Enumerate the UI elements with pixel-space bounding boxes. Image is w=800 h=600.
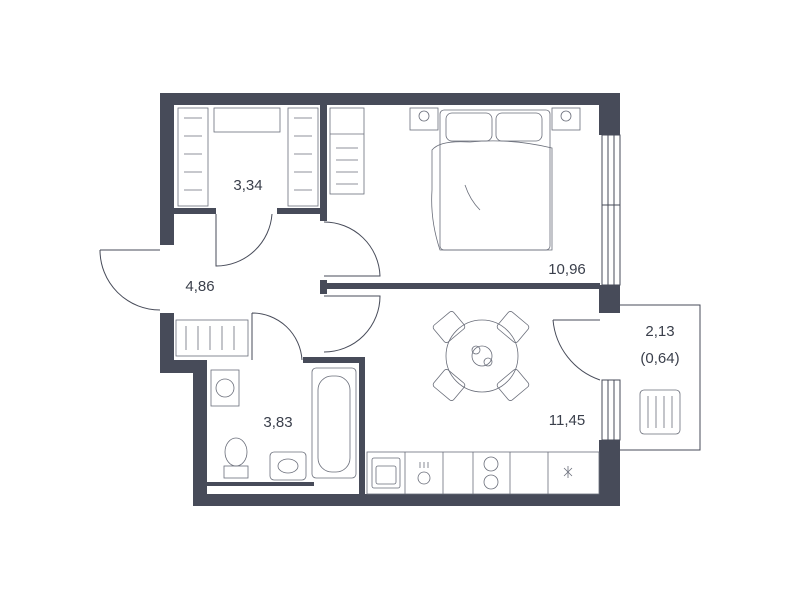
area-label-balcony-reduced: (0,64) bbox=[640, 350, 679, 367]
nightstand-icon bbox=[409, 107, 581, 131]
area-label-wardrobe: 3,34 bbox=[233, 177, 262, 194]
doors bbox=[99, 213, 601, 381]
chair-icon bbox=[432, 311, 530, 401]
area-label-bathroom: 3,83 bbox=[263, 414, 292, 431]
toilet-icon bbox=[223, 437, 249, 479]
washing-machine-icon bbox=[210, 369, 240, 407]
stove-icon bbox=[483, 456, 499, 490]
walls bbox=[160, 93, 620, 506]
bedroom-wardrobe-icon bbox=[329, 107, 365, 195]
dining-table-icon bbox=[445, 319, 519, 393]
kitchen-counter bbox=[366, 451, 600, 495]
wardrobe-icon bbox=[177, 107, 319, 207]
hall-shoe-rack-icon bbox=[175, 319, 249, 357]
tumble-dryer-icon bbox=[417, 462, 431, 485]
area-label-hall: 4,86 bbox=[185, 278, 214, 295]
drying-rack-icon bbox=[639, 389, 681, 435]
kitchen-sink-icon bbox=[371, 457, 401, 489]
area-label-bedroom: 10,96 bbox=[548, 261, 586, 278]
balcony-outline bbox=[620, 304, 701, 451]
area-label-kitchen: 11,45 bbox=[549, 412, 585, 429]
windows bbox=[601, 134, 621, 441]
bathtub-icon bbox=[311, 367, 357, 479]
area-label-balcony: 2,13 bbox=[645, 323, 674, 340]
sink-icon bbox=[269, 451, 307, 481]
bed-icon bbox=[431, 109, 553, 251]
hood-icon bbox=[563, 466, 573, 478]
